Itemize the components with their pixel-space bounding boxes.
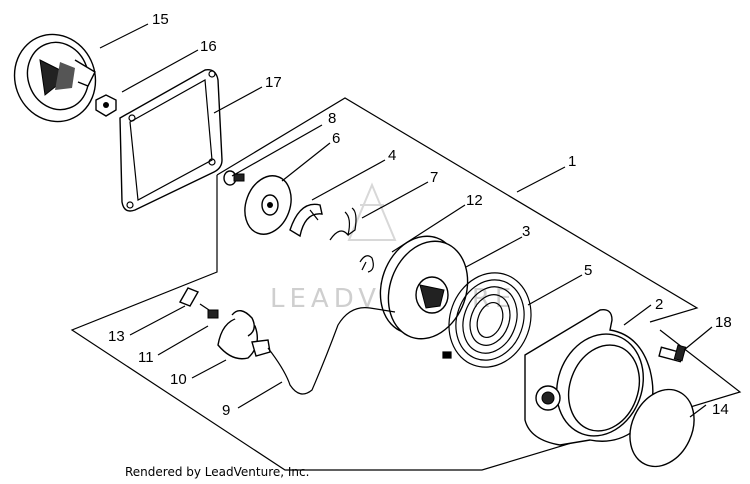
leader-lines xyxy=(99,23,713,418)
credit-text: Rendered by LeadVenture, Inc. xyxy=(125,465,310,479)
callout-18: 18 xyxy=(715,314,732,331)
callout-8: 8 xyxy=(328,110,336,127)
callout-labels: 1 2 3 4 5 6 7 8 9 10 11 12 13 14 15 16 1… xyxy=(108,11,732,419)
callout-4: 4 xyxy=(388,147,396,164)
part-3-reel[interactable] xyxy=(367,225,481,350)
part-2-housing[interactable] xyxy=(524,309,657,449)
part-16-nut[interactable] xyxy=(95,94,117,117)
assembly-boundary xyxy=(70,97,742,471)
callout-7: 7 xyxy=(430,169,438,186)
part-9-rope[interactable] xyxy=(267,307,396,395)
callout-2: 2 xyxy=(655,296,663,313)
part-4-ratchet[interactable] xyxy=(289,203,323,238)
part-5-recoil-spring[interactable] xyxy=(436,261,544,379)
callout-6: 6 xyxy=(332,130,340,147)
part-15-starter-cup[interactable] xyxy=(2,23,107,133)
part-18-bolt[interactable] xyxy=(658,344,687,363)
callout-13: 13 xyxy=(108,328,125,345)
part-6-friction-plate[interactable] xyxy=(237,169,299,240)
callout-14: 14 xyxy=(712,401,729,418)
part-17-gasket[interactable] xyxy=(119,69,223,212)
part-13-insert[interactable] xyxy=(178,287,200,307)
callout-12: 12 xyxy=(466,192,483,209)
part-7-spring[interactable] xyxy=(329,207,357,241)
part-14-cover-plate[interactable] xyxy=(618,379,706,477)
watermark-logo xyxy=(347,182,397,241)
callout-11: 11 xyxy=(138,349,154,366)
part-12-small-spring[interactable] xyxy=(359,255,374,273)
part-10-handle[interactable] xyxy=(217,310,271,360)
callout-5: 5 xyxy=(584,262,592,279)
callout-16: 16 xyxy=(200,38,217,55)
callout-3: 3 xyxy=(522,223,530,240)
part-8-screw[interactable] xyxy=(223,170,245,186)
callout-17: 17 xyxy=(265,74,282,91)
callout-1: 1 xyxy=(568,153,576,170)
part-11-pin[interactable] xyxy=(199,303,219,319)
callout-9: 9 xyxy=(222,402,230,419)
callout-10: 10 xyxy=(170,371,187,388)
callout-15: 15 xyxy=(152,11,169,28)
